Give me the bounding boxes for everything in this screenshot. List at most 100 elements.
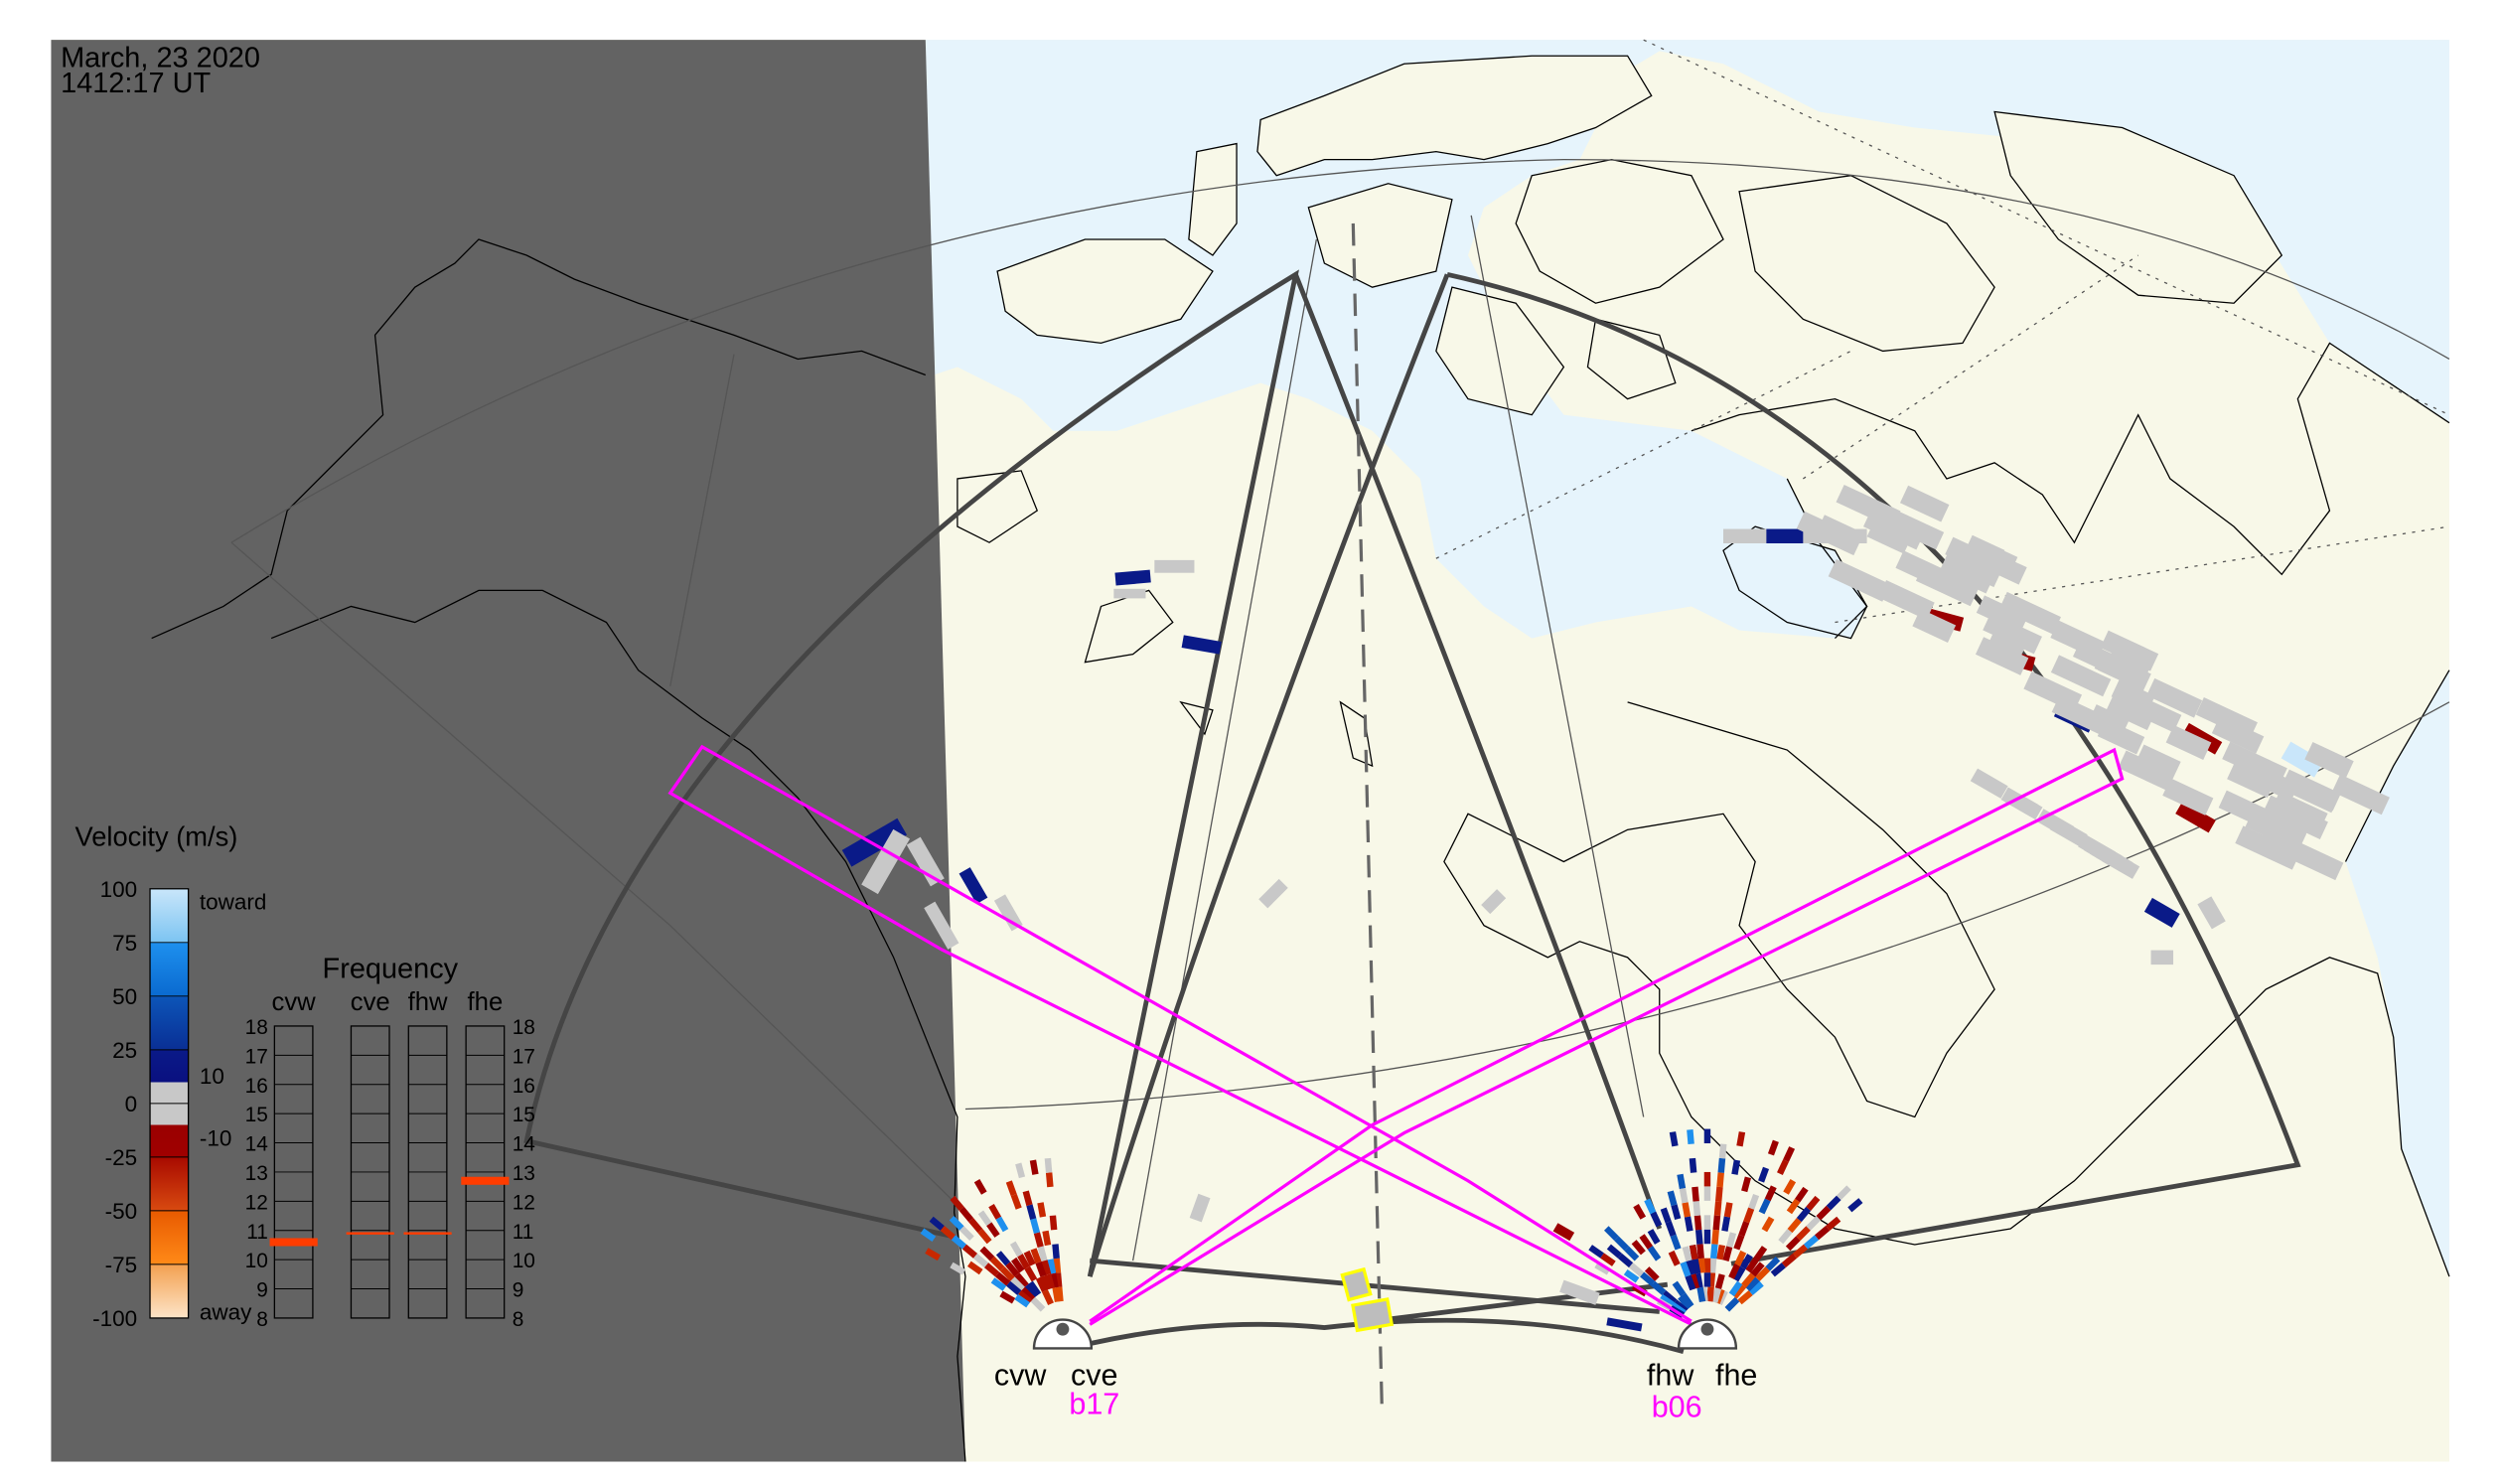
echo-cell — [1029, 1159, 1039, 1175]
echo-cell — [1640, 1271, 1656, 1286]
echo-cell — [1010, 1276, 1025, 1292]
velocity-tick-label: -75 — [105, 1253, 137, 1277]
echo-cell — [1644, 1266, 1660, 1281]
echo-cell — [1680, 1261, 1692, 1277]
echo-cell — [1682, 1202, 1692, 1218]
frequency-tick-left: 15 — [245, 1104, 268, 1126]
echo-cell — [1020, 1286, 1036, 1302]
echo-cell — [1660, 1207, 1672, 1224]
echo-cell — [2050, 655, 2112, 697]
echo-cell — [1690, 1273, 1700, 1289]
echo-cell — [1623, 1268, 1640, 1283]
echo-cell — [1741, 1272, 1756, 1288]
echo-cell — [1703, 1186, 1711, 1201]
echo-cell — [2111, 678, 2155, 714]
echo-cell — [1899, 485, 1950, 522]
echo-cell — [1258, 878, 1288, 909]
echo-cell — [1669, 1131, 1679, 1147]
echo-cell — [1777, 1159, 1789, 1176]
echo-cell — [1037, 1246, 1048, 1261]
echo-cell — [1594, 1261, 1611, 1275]
echo-cell — [1770, 1262, 1786, 1277]
echo-cell — [1803, 1235, 1820, 1250]
echo-cell — [2150, 950, 2174, 965]
echo-cell — [1049, 1215, 1058, 1231]
echo-cell — [1027, 1280, 1042, 1297]
echo-cell — [977, 1229, 992, 1245]
echo-cell — [2286, 839, 2344, 881]
echo-cell — [1633, 1204, 1647, 1220]
ocean-region — [925, 40, 2449, 639]
echo-cell — [1713, 1201, 1722, 1217]
echo-cell — [983, 1262, 1000, 1277]
echo-cell — [1052, 1286, 1062, 1303]
frequency-marker-cvw — [269, 1238, 318, 1247]
frequency-legend-title: Frequency — [323, 954, 459, 985]
echo-cell — [1017, 1290, 1033, 1305]
echo-cell — [1781, 1253, 1797, 1268]
echo-cell — [1692, 1186, 1699, 1202]
dashed-meridian — [1351, 223, 1384, 1405]
echo-cell — [861, 828, 911, 895]
frequency-tick-left: 9 — [256, 1279, 268, 1302]
echo-cell — [1696, 1244, 1704, 1260]
echo-cell — [2218, 790, 2270, 827]
echo-cell — [2331, 774, 2390, 816]
echo-cell — [1716, 1172, 1724, 1188]
echo-cell — [958, 1206, 973, 1223]
echo-cell — [959, 1226, 974, 1242]
echo-cell — [1662, 1290, 1678, 1305]
echo-cell — [1023, 1250, 1036, 1266]
frequency-tick-left: 8 — [256, 1308, 268, 1331]
echo-cell — [1761, 1216, 1775, 1233]
echo-cell — [1693, 1215, 1702, 1231]
echo-cell — [1739, 1254, 1753, 1269]
echo-cell — [2235, 825, 2300, 870]
echo-cell — [2272, 791, 2328, 831]
echo-cell — [1600, 1253, 1616, 1266]
frequency-tick-right: 16 — [513, 1075, 535, 1098]
frequency-column-fhe: fhe — [468, 988, 504, 1016]
echo-cell — [2175, 801, 2216, 833]
echo-cell — [1010, 1193, 1022, 1210]
echo-cell — [1689, 1244, 1698, 1261]
echo-cell — [995, 1271, 1011, 1286]
echo-cell — [979, 1246, 995, 1261]
echo-cell — [1040, 1274, 1052, 1291]
echo-cell — [1614, 1236, 1629, 1252]
echo-cell — [1724, 1296, 1740, 1312]
echo-cell — [1750, 1261, 1765, 1277]
radar-label-fhw: fhw — [1647, 1358, 1694, 1392]
echo-cell — [1606, 1317, 1643, 1332]
echo-cell — [1939, 554, 1994, 594]
velocity-tick-label: -100 — [92, 1306, 137, 1331]
echo-cell — [1009, 1241, 1023, 1258]
echo-cell — [2106, 693, 2156, 731]
fh-site-dot — [1700, 1322, 1714, 1336]
velocity-tick-label: 25 — [112, 1038, 137, 1063]
echo-cell — [1795, 1186, 1809, 1203]
echo-cell — [1732, 1265, 1746, 1282]
echo-cell — [1703, 1272, 1711, 1287]
echo-cell — [925, 1248, 942, 1261]
echo-cell — [1042, 1230, 1052, 1247]
echo-cell — [1030, 1248, 1042, 1264]
velocity-tick-label: 75 — [112, 931, 137, 956]
frequency-tick-left: 17 — [245, 1045, 268, 1068]
frequency-tick-right: 10 — [513, 1250, 535, 1272]
velocity-tick-label: 0 — [125, 1092, 138, 1116]
fov-cv-west — [523, 269, 1299, 1277]
echo-cell — [1714, 1273, 1725, 1289]
echo-cell — [1033, 1232, 1044, 1248]
echo-cell — [1024, 1265, 1038, 1282]
echo-cell — [2078, 833, 2116, 865]
echo-cell — [1743, 1207, 1755, 1224]
echo-cell — [950, 1195, 964, 1212]
echo-cell — [1659, 1293, 1675, 1308]
echo-cell — [1559, 1279, 1600, 1305]
echo-cell — [967, 1261, 983, 1275]
frequency-tick-right: 17 — [513, 1045, 535, 1068]
echo-cell — [1481, 889, 1507, 915]
cv-site-dot — [1056, 1322, 1070, 1336]
echo-cell — [1796, 1206, 1812, 1223]
